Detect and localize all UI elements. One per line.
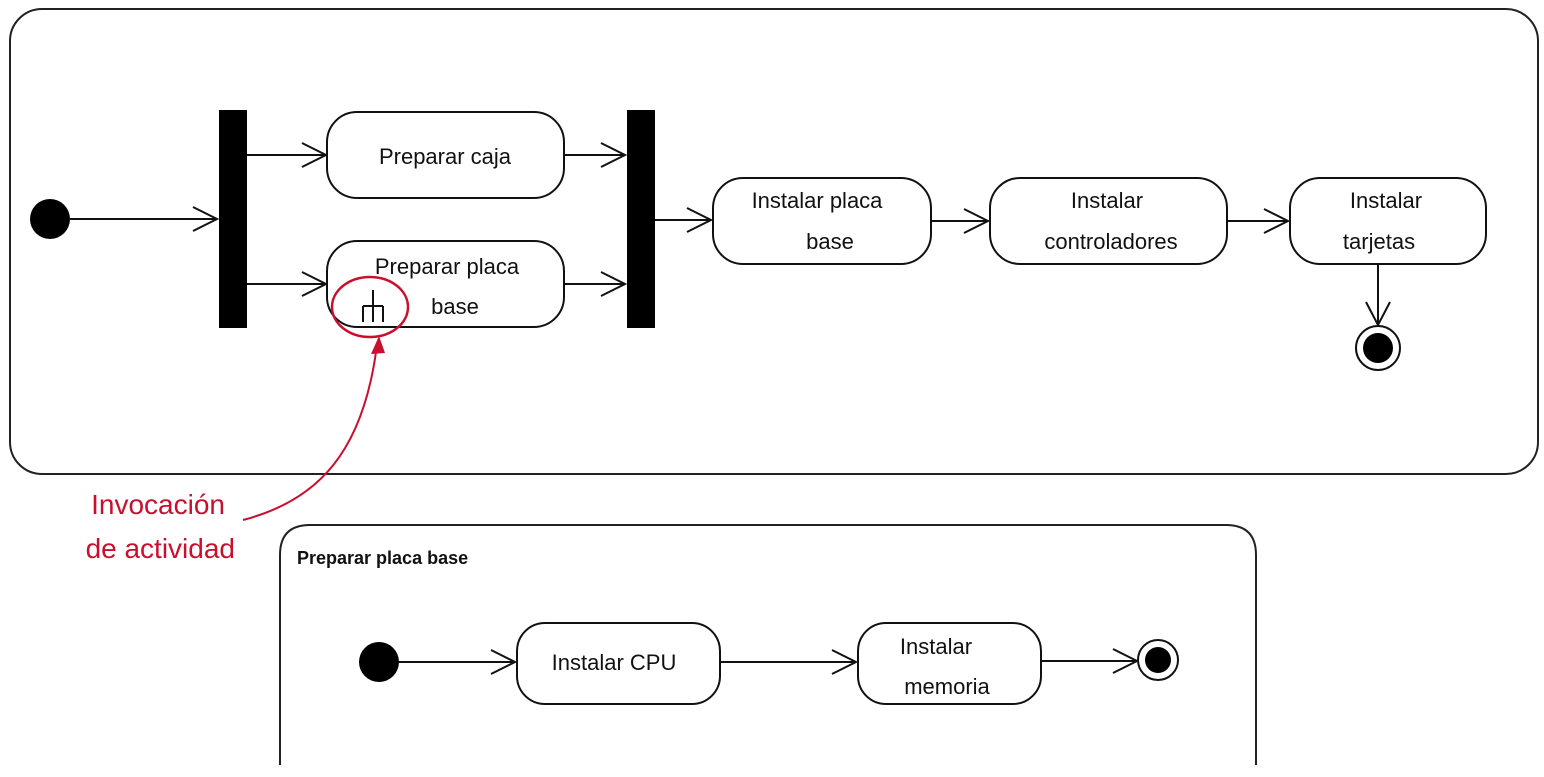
callout-arrowhead [371, 336, 385, 354]
action-instalar-memoria-label-line2: memoria [904, 674, 990, 699]
activity-invocation-callout: Invocación de actividad [86, 275, 410, 564]
edge-to-sub-final [1041, 648, 1140, 674]
edge-to-instalar-controladores [931, 208, 991, 234]
edge-to-instalar-tarjetas [1227, 208, 1291, 234]
action-instalar-tarjetas-label-line2: tarjetas [1343, 229, 1415, 254]
edge-initial-to-fork [70, 206, 220, 232]
action-preparar-caja: Preparar caja [326, 111, 565, 199]
action-instalar-placa-base-label-line2: base [806, 229, 854, 254]
callout-text-line2: de actividad [86, 533, 235, 564]
callout-text-line1: Invocación [91, 489, 225, 520]
fork-bar [219, 110, 247, 328]
sub-activity-frame: Preparar placa base [279, 524, 1257, 765]
sub-final-node [1137, 639, 1179, 681]
sub-activity-title: Preparar placa base [297, 548, 468, 568]
action-instalar-memoria: Instalar memoria [857, 622, 1042, 705]
action-instalar-memoria-label-line1: Instalar [900, 634, 972, 659]
action-instalar-cpu-label: Instalar CPU [552, 650, 677, 675]
rake-icon [362, 290, 384, 322]
callout-highlight-ring [330, 275, 410, 339]
action-instalar-cpu: Instalar CPU [516, 622, 721, 705]
action-preparar-caja-label: Preparar caja [379, 144, 512, 169]
action-preparar-placa-base-label-line1: Preparar placa [375, 254, 520, 279]
action-instalar-placa-base: Instalar placa base [712, 177, 932, 265]
action-preparar-placa-base: Preparar placa base [326, 240, 565, 328]
action-instalar-placa-base-label-line1: Instalar placa [752, 188, 884, 213]
callout-connector [242, 351, 377, 521]
sub-initial-node [359, 642, 399, 682]
edge-preparar-caja-to-join [564, 142, 628, 168]
action-instalar-controladores: Instalar controladores [989, 177, 1228, 265]
main-final-node [1355, 325, 1401, 371]
action-instalar-tarjetas: Instalar tarjetas [1289, 177, 1487, 265]
main-initial-node [30, 199, 70, 239]
edge-sub-initial-to-instalar-cpu [399, 649, 518, 675]
action-instalar-tarjetas-label-line1: Instalar [1350, 188, 1422, 213]
edge-to-instalar-memoria [720, 649, 859, 675]
join-bar [627, 110, 655, 328]
edge-join-to-instalar-placa-base [655, 207, 714, 233]
edge-preparar-placa-base-to-join [564, 271, 628, 297]
action-instalar-controladores-label-line2: controladores [1044, 229, 1177, 254]
action-instalar-controladores-label-line1: Instalar [1071, 188, 1143, 213]
action-preparar-placa-base-label-line2: base [431, 294, 479, 319]
